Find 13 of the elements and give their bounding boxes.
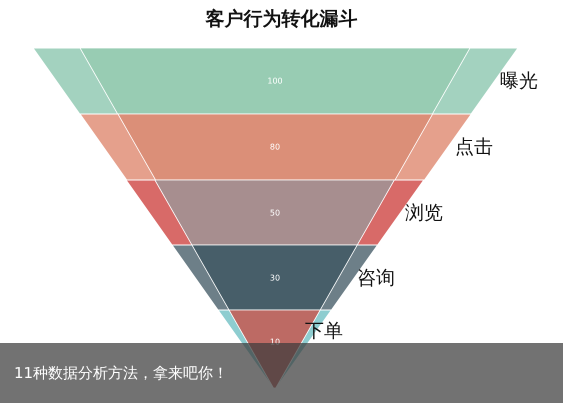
stage-value: 30	[270, 273, 280, 282]
stage-value: 100	[267, 76, 283, 86]
stage-value: 80	[270, 142, 280, 152]
stage-label: 曝光	[500, 69, 538, 94]
stage-label: 下单	[305, 319, 343, 344]
stage-label: 浏览	[405, 200, 443, 226]
stage-label: 咨询	[357, 266, 395, 290]
funnel-stage	[33, 48, 518, 114]
chart-title: 客户行为转化漏斗	[204, 7, 358, 32]
caption: 11种数据分析方法，拿来吧你！	[14, 364, 228, 383]
stage-value: 50	[270, 208, 280, 217]
funnel-stage	[126, 180, 424, 245]
stage-label: 点击	[455, 135, 493, 160]
